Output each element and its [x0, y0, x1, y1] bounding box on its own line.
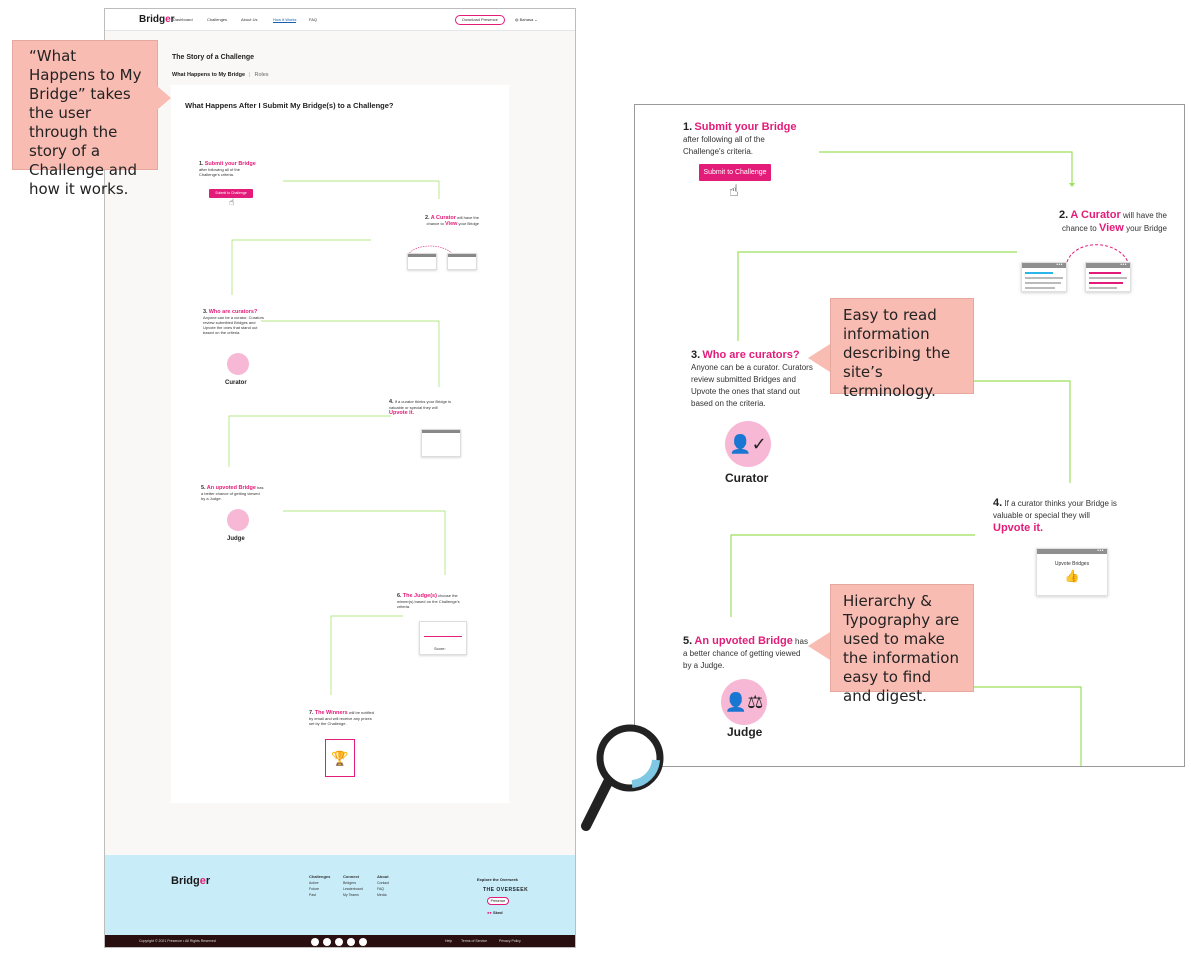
flow-lines	[228, 180, 454, 695]
card-title: What Happens After I Submit My Bridge(s)…	[185, 101, 394, 110]
top-nav: Bridger Dashboard Challenges About Us Ho…	[105, 9, 575, 31]
curator-icon	[227, 353, 249, 375]
footer-col-about: About Contact FAQ Media	[377, 874, 390, 897]
mini-score-window: Score:	[419, 621, 467, 655]
curator-label: Curator	[725, 471, 769, 485]
pointer-hand-icon: ☝	[229, 197, 235, 207]
social-icon[interactable]	[347, 938, 355, 946]
footer-col-challenges: Challenges Active Future Past	[309, 874, 331, 897]
footer-link[interactable]: Bridgers	[343, 881, 357, 885]
nav-logo[interactable]: Bridger	[139, 14, 175, 25]
footer-link[interactable]: My Teams	[343, 893, 359, 897]
nav-link-faq[interactable]: FAQ	[309, 17, 318, 22]
subtabs: What Happens to My Bridge|Roles	[172, 72, 269, 78]
social-icon[interactable]	[323, 938, 331, 946]
step-1: 1. Submit your Bridge after following al…	[683, 121, 797, 156]
mini-upvote-window	[421, 429, 461, 457]
mini-step-3: 3. Who are curators? Anyone can be a cur…	[203, 309, 264, 335]
callout-pointer	[157, 86, 171, 110]
footer-link[interactable]: Media	[377, 893, 387, 897]
sked-icon: ●●	[487, 910, 492, 915]
mini-window-left	[407, 253, 437, 270]
language-selector[interactable]: ◍ Bahasa ⌄	[515, 17, 538, 22]
footer-logo[interactable]: Bridger	[171, 875, 211, 887]
footer-link[interactable]: Leaderboard	[343, 887, 363, 891]
bridge-window-left: •••	[1021, 262, 1067, 292]
footer: Bridger Challenges Active Future Past Co…	[105, 855, 575, 935]
judge-label: Judge	[227, 536, 245, 542]
footer-col-connect: Connect Bridgers Leaderboard My Teams	[343, 874, 363, 897]
trophy-icon: 🏆	[325, 739, 355, 777]
nav-link-dashboard[interactable]: Dashboard	[173, 17, 193, 22]
mini-step-2: 2. A Curator will have the chance to Vie…	[424, 215, 479, 227]
mini-step-1: 1. Submit your Bridge after following al…	[199, 161, 256, 177]
zoom-flow-lines	[730, 151, 1129, 766]
thumbs-up-icon[interactable]: 👍	[1064, 569, 1080, 583]
callout-pointer	[808, 632, 830, 660]
explore-heading: Explore the Overseek	[477, 877, 518, 882]
nav-link-challenges[interactable]: Challenges	[207, 17, 228, 22]
callout-story: “What Happens to My Bridge” takes the us…	[12, 40, 158, 198]
social-icon[interactable]	[359, 938, 367, 946]
social-icon[interactable]	[311, 938, 319, 946]
download-presence-button[interactable]: Download Presence	[455, 15, 505, 25]
page-mockup: Bridger Dashboard Challenges About Us Ho…	[104, 8, 576, 948]
bottom-link-privacy[interactable]: Privacy Policy	[499, 939, 521, 943]
judge-label: Judge	[727, 725, 763, 739]
bottom-link-help[interactable]: Help	[445, 939, 453, 943]
nav-link-about[interactable]: About Us	[241, 17, 258, 22]
submit-to-challenge-button[interactable]: Submit to Challenge	[699, 164, 771, 181]
copyright: Copyright © 2021 Presence • All Rights R…	[139, 939, 216, 943]
callout-hierarchy: Hierarchy & Typography are used to make …	[830, 584, 974, 705]
mini-submit-button[interactable]: Submit to Challenge	[209, 189, 253, 198]
pointer-hand-icon: ☝	[729, 183, 739, 200]
judge-icon: 👤⚖	[721, 679, 767, 725]
mini-step-6: 6. The Judge(s) choose the winner(s) bas…	[397, 593, 460, 609]
bottom-link-terms[interactable]: Terms of Service	[461, 939, 488, 943]
tab-roles[interactable]: Roles	[254, 72, 269, 78]
mini-step-5: 5. An upvoted Bridge has a better chance…	[201, 485, 264, 501]
mini-step-7: 7. The Winners will be notified by email…	[309, 710, 374, 726]
callout-terminology: Easy to read information describing the …	[830, 298, 974, 400]
curator-label: Curator	[225, 380, 247, 386]
footer-link[interactable]: Past	[309, 893, 317, 897]
social-icon[interactable]	[335, 938, 343, 946]
bottom-bar: Copyright © 2021 Presence • All Rights R…	[105, 935, 575, 947]
curator-icon: 👤✓	[725, 421, 771, 467]
footer-link[interactable]: Contact	[377, 881, 390, 885]
step-3: 3. Who are curators? Anyone can be a cur…	[691, 349, 813, 408]
overseek-logo[interactable]: THE OVERSEEK	[483, 887, 529, 893]
footer-link[interactable]: FAQ	[377, 887, 385, 891]
judge-icon	[227, 509, 249, 531]
magnifier-icon	[581, 724, 664, 831]
nav-link-how-it-works[interactable]: How it Works	[273, 17, 297, 23]
step-4: 4. If a curator thinks your Bridge is va…	[993, 497, 1117, 534]
callout-pointer	[808, 344, 830, 372]
page-title: The Story of a Challenge	[172, 54, 255, 61]
upvote-window: ••• Upvote Bridges 👍	[1036, 548, 1108, 596]
step-2: 2. A Curator will have the chance to Vie…	[1058, 209, 1167, 234]
sked-link[interactable]: ●● Sked	[487, 910, 503, 915]
tab-what-happens[interactable]: What Happens to My Bridge	[172, 72, 246, 78]
mini-step-4: 4. If a curator thinks your Bridge is va…	[389, 399, 451, 416]
footer-link[interactable]: Future	[309, 887, 320, 891]
presence-link[interactable]: Presence	[487, 897, 509, 905]
bridge-window-right: •••	[1085, 262, 1131, 292]
story-card: What Happens After I Submit My Bridge(s)…	[171, 85, 509, 803]
footer-link[interactable]: Active	[309, 881, 319, 885]
step-5: 5. An upvoted Bridge has a better chance…	[683, 635, 808, 670]
mini-window-right	[447, 253, 477, 270]
